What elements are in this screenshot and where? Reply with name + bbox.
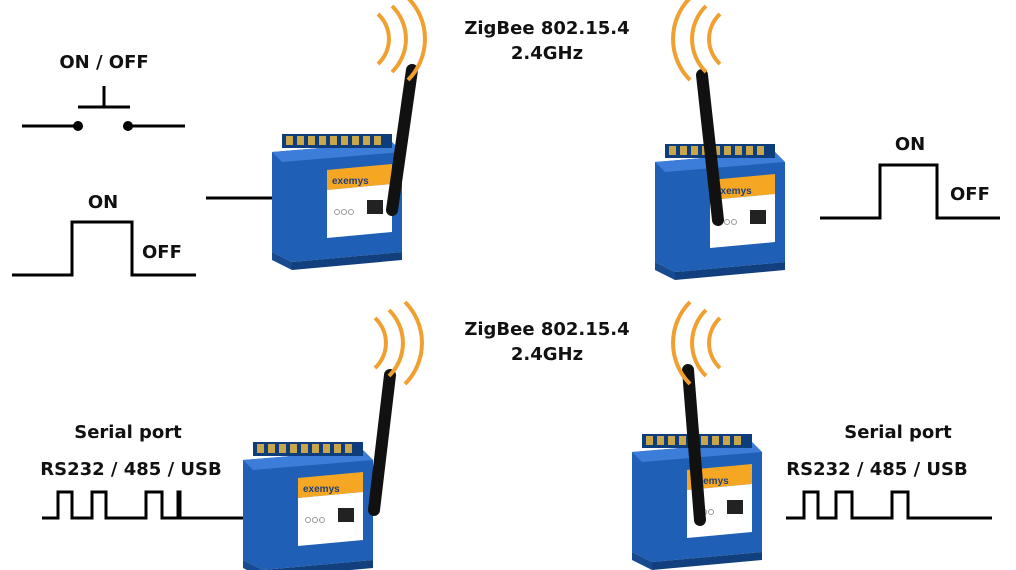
switch-label: ON / OFF xyxy=(59,52,149,73)
pulse-left-off-label: OFF xyxy=(142,242,182,263)
antenna-top-left xyxy=(386,64,418,216)
serial-waveform-left xyxy=(42,490,246,520)
pulse-waveform-left xyxy=(12,220,196,277)
signal-arcs-bottom-right xyxy=(671,300,722,386)
pulse-right-on-label: ON xyxy=(894,134,926,155)
link-protocol-bottom: ZigBee 802.15.4 xyxy=(464,319,630,340)
link-protocol-top: ZigBee 802.15.4 xyxy=(464,18,630,39)
serial-left-title: Serial port xyxy=(74,422,182,443)
switch-contact-right xyxy=(123,121,133,131)
signal-arcs-bottom-left xyxy=(373,300,424,386)
device-top-left xyxy=(271,133,403,271)
serial-right-standards: RS232 / 485 / USB xyxy=(786,459,968,480)
link-band-bottom: 2.4GHz xyxy=(510,344,584,365)
antenna-bottom-left xyxy=(368,369,396,516)
pulse-waveform-right xyxy=(820,163,1000,220)
antenna-top-right xyxy=(696,69,724,226)
serial-left-standards: RS232 / 485 / USB xyxy=(40,459,222,480)
switch-symbol xyxy=(22,86,185,128)
signal-arcs-top-left xyxy=(376,0,427,82)
pulse-left-on-label: ON xyxy=(87,192,119,213)
pulse-right-off-label: OFF xyxy=(950,184,990,205)
link-band-top: 2.4GHz xyxy=(510,43,584,64)
signal-arcs-top-right xyxy=(671,0,722,82)
antenna-bottom-right xyxy=(682,364,706,526)
serial-right-title: Serial port xyxy=(844,422,952,443)
serial-waveform-right xyxy=(786,490,992,520)
device-bottom-left xyxy=(242,441,374,570)
switch-contact-left xyxy=(73,121,83,131)
